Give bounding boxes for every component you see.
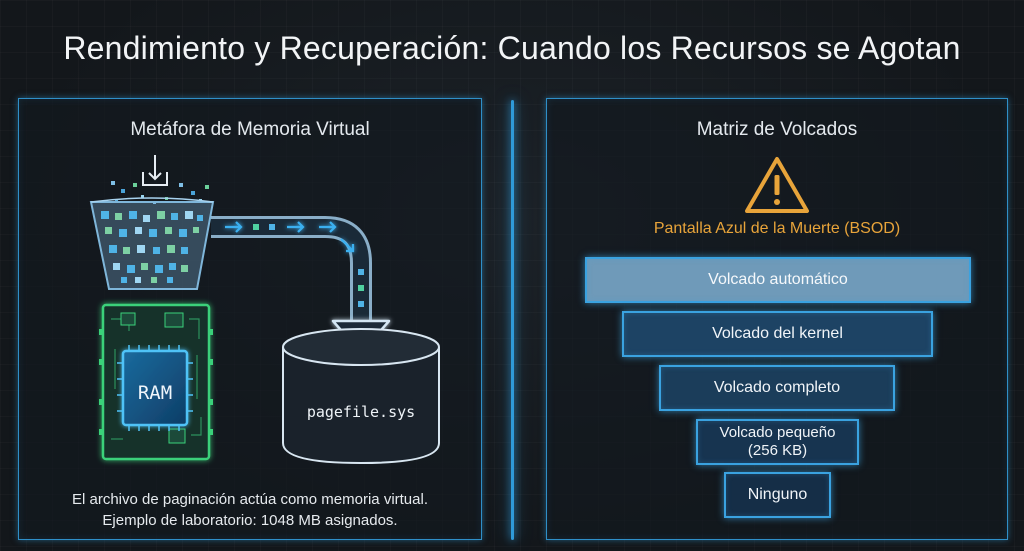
pagefile-label: pagefile.sys [307, 403, 415, 421]
bsod-label: Pantalla Azul de la Muerte (BSOD) [653, 220, 901, 237]
warning-icon [745, 157, 809, 213]
dump-tier-none: Ninguno [724, 472, 831, 518]
virtual-memory-panel: Metáfora de Memoria Virtual [18, 98, 482, 540]
virtual-memory-diagram: pagefile.sys [89, 155, 440, 465]
center-divider [511, 100, 514, 540]
caption-line-2: Ejemplo de laboratorio: 1048 MB asignado… [102, 512, 398, 529]
pagefile-cylinder [282, 328, 440, 465]
dump-tier-small: Volcado pequeño (256 KB) [696, 419, 859, 465]
download-icon [142, 155, 168, 186]
dump-matrix-panel: Matriz de Volcados Pantalla Azul de la M… [546, 98, 1008, 540]
dump-tier-label: Volcado del kernel [712, 325, 843, 342]
virtual-memory-title: Metáfora de Memoria Virtual [130, 119, 370, 140]
dump-tier-label: Ninguno [747, 486, 808, 503]
caption-line-1: El archivo de paginación actúa como memo… [71, 491, 428, 508]
memory-bucket [89, 197, 215, 290]
dump-tier-complete: Volcado completo [659, 365, 895, 411]
dump-tier-automatic: Volcado automático [585, 257, 971, 303]
page-title: Rendimiento y Recuperación: Cuando los R… [63, 30, 961, 66]
dump-matrix-title: Matriz de Volcados [696, 119, 858, 140]
ram-label: RAM [138, 382, 172, 404]
ram-module [99, 303, 213, 461]
dump-tier-label: Volcado automático [708, 271, 848, 288]
dump-tier-label: Volcado completo [713, 379, 841, 396]
dump-tier-label: Volcado pequeño [719, 424, 836, 441]
dump-tier-kernel: Volcado del kernel [622, 311, 933, 357]
dump-tier-size: (256 KB) [747, 442, 808, 459]
virtual-memory-caption: El archivo de paginación actúa como memo… [19, 489, 481, 531]
